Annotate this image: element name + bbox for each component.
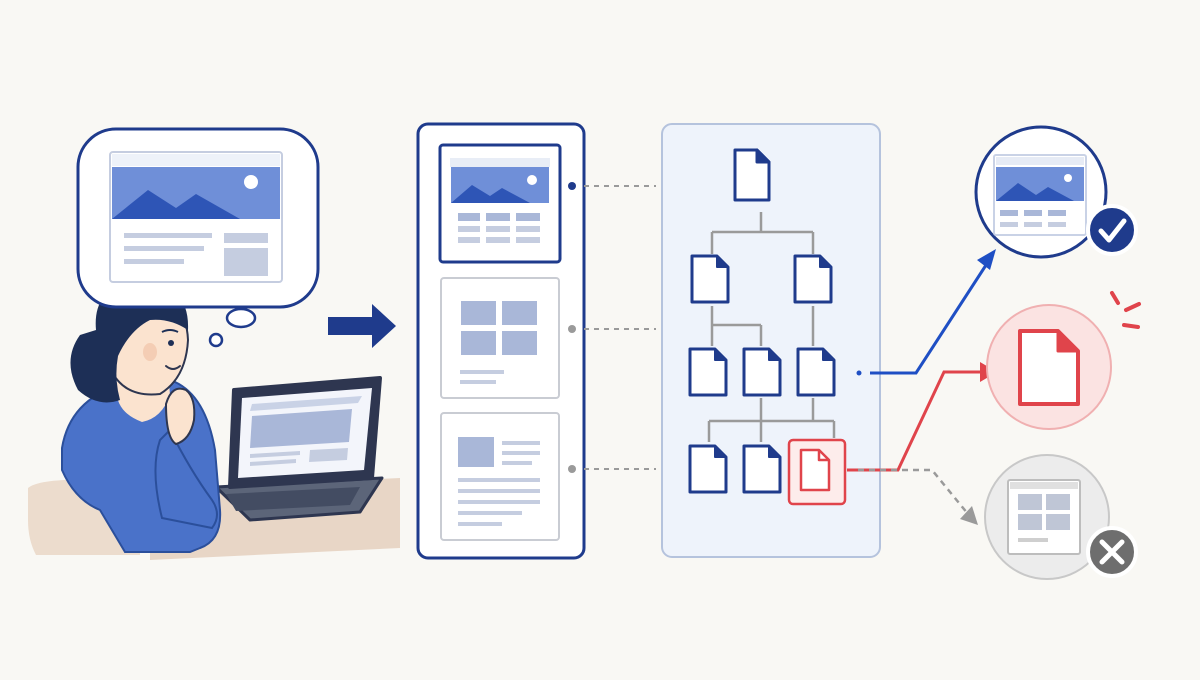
success-arrow <box>856 249 996 376</box>
candidate-page-grid <box>440 277 560 399</box>
x-icon <box>1086 526 1138 578</box>
laptop <box>214 376 384 522</box>
flow-arrow-icon <box>328 304 396 348</box>
tree-root-document-icon <box>733 148 771 202</box>
site-tree-panel <box>661 123 881 558</box>
outcome-rejected <box>984 454 1138 580</box>
check-icon <box>1086 204 1138 256</box>
outcome-success <box>974 125 1138 259</box>
candidate-page-article <box>440 412 560 541</box>
thought-bubble <box>76 127 320 348</box>
connector-article-to-tree <box>568 465 656 473</box>
person-woman <box>61 282 222 553</box>
outcome-error <box>986 291 1141 430</box>
alert-burst-icon <box>1110 291 1141 329</box>
laptop-screen-image <box>250 409 352 448</box>
candidate-page-hero <box>438 143 562 264</box>
tree-level1-document-icon-2 <box>793 254 833 304</box>
tree-level3-highlighted-document-icon <box>787 438 847 506</box>
tree-level2-document-icon-2 <box>742 347 782 397</box>
tree-level3-document-icon-2 <box>742 444 782 494</box>
tree-edges <box>707 212 836 442</box>
document-icon <box>1018 329 1080 406</box>
tree-level1-document-icon-1 <box>690 254 730 304</box>
connector-hero-to-tree <box>568 182 656 190</box>
thought-webpage-wireframe <box>109 151 283 283</box>
tree-level3-document-icon-1 <box>688 444 728 494</box>
tree-level2-document-icon-3 <box>796 347 836 397</box>
rejected-arrow <box>858 468 978 525</box>
candidate-pages-panel <box>416 122 586 560</box>
connector-grid-to-tree <box>568 325 656 333</box>
tree-level2-document-icon-1 <box>688 347 728 397</box>
